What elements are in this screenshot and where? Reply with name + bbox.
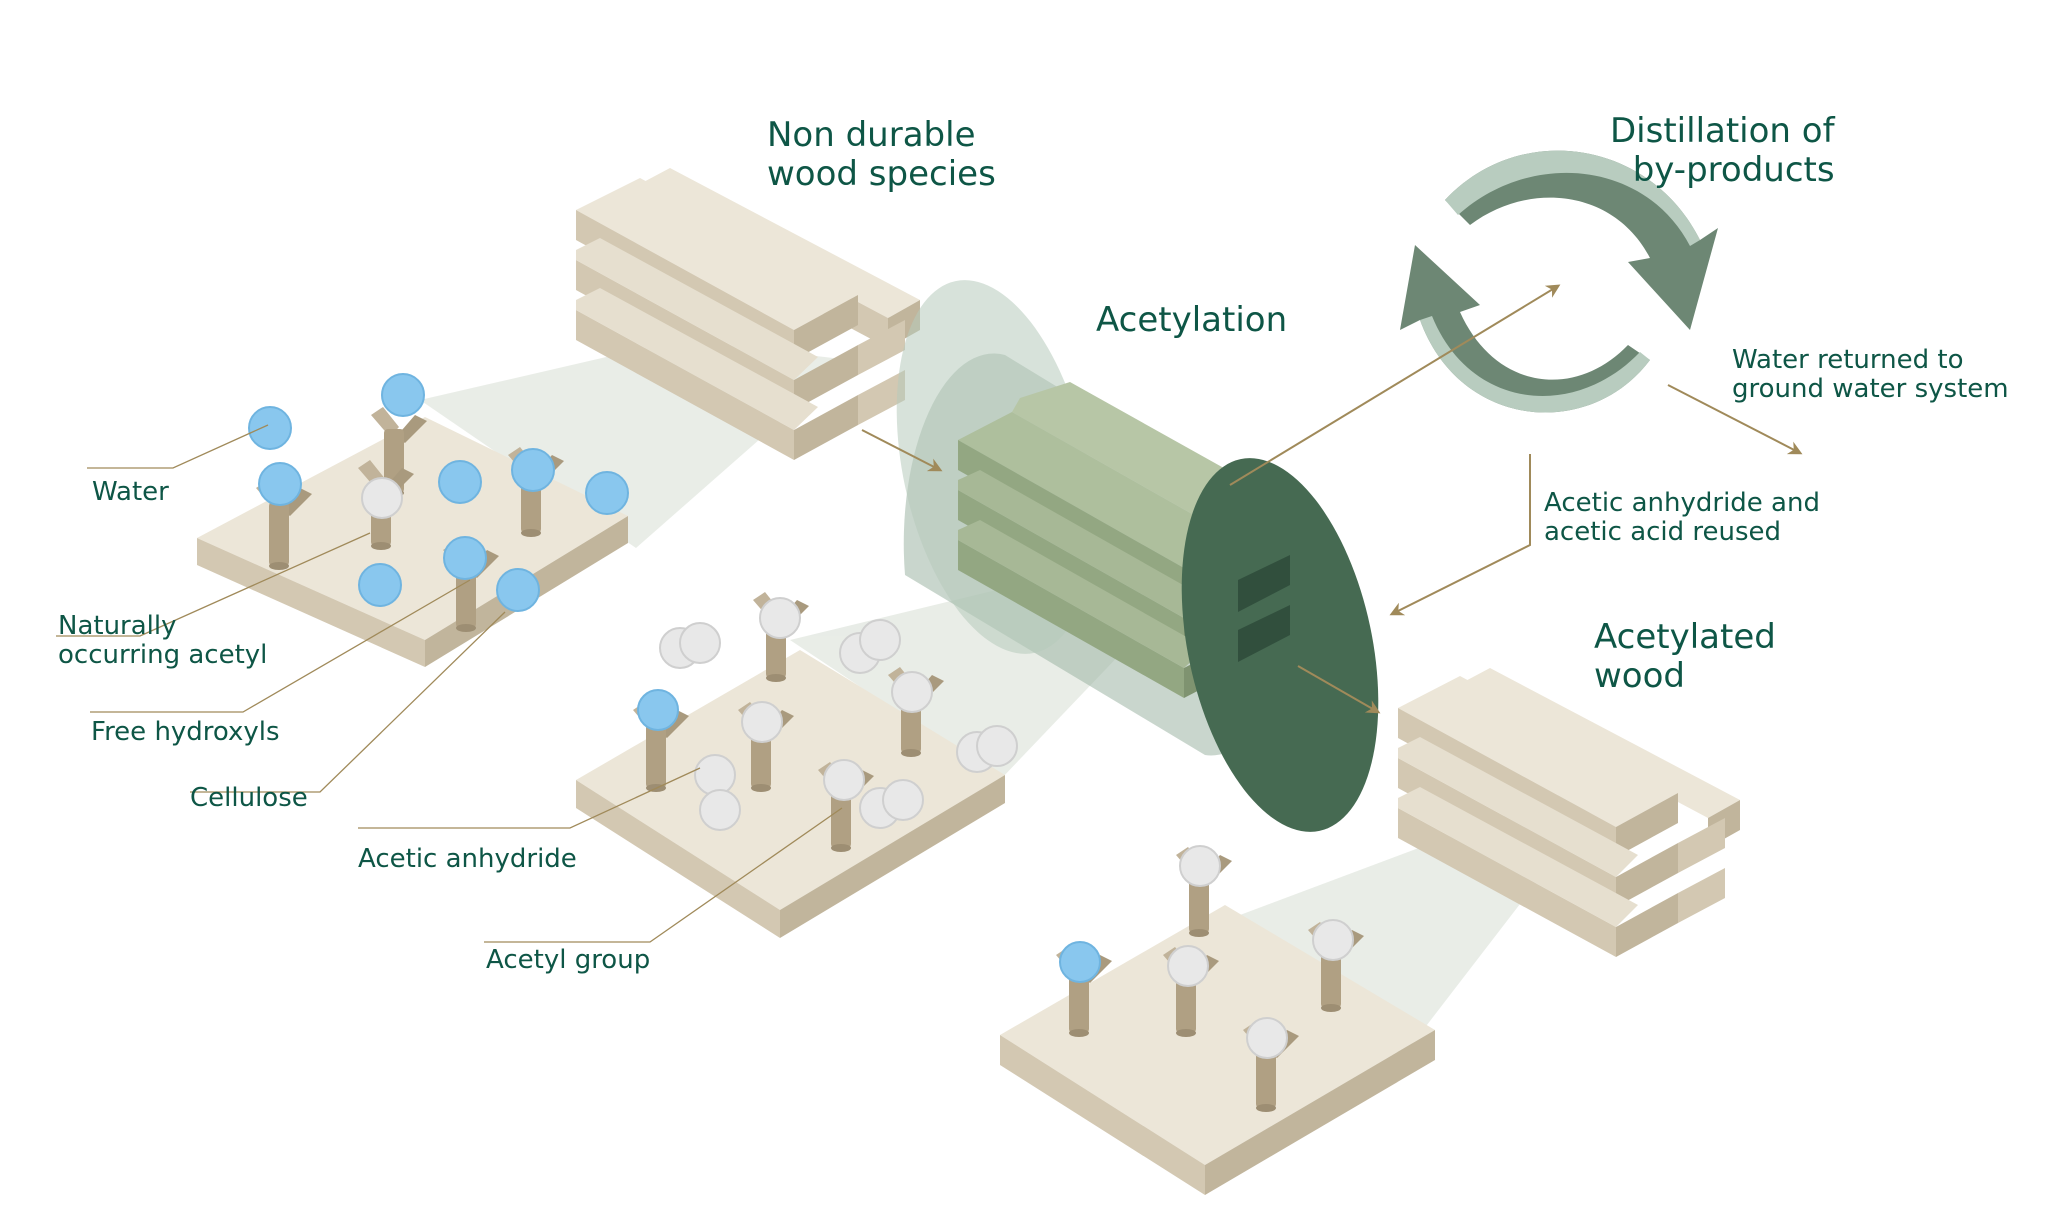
- plank-stack-acetylated: [1398, 668, 1740, 957]
- acetyl-molecule: [759, 597, 801, 639]
- title-acetylation: Acetylation: [1096, 300, 1288, 340]
- water-molecule: [585, 471, 629, 515]
- board-acetylated: [1000, 845, 1435, 1195]
- label-cellulose: Cellulose: [190, 783, 308, 813]
- arrow-reused: [1389, 454, 1531, 616]
- label-naturally-occurring-acetyl: Naturally occurring acetyl: [58, 611, 268, 670]
- arrow-to-distillation: [1229, 284, 1561, 486]
- water-molecule: [496, 568, 540, 612]
- plank-stack-non-durable: [576, 168, 920, 460]
- title-non-durable-wood: Non durable wood species: [767, 115, 996, 194]
- anhydride-molecule: [882, 779, 924, 821]
- acetyl-molecule: [1179, 845, 1221, 887]
- acetyl-molecule: [741, 701, 783, 743]
- label-water: Water: [92, 477, 169, 507]
- anhydride-molecule: [694, 754, 736, 796]
- water-molecule: [248, 406, 292, 450]
- process-arrows: [861, 284, 1803, 714]
- acetyl-molecule: [1167, 945, 1209, 987]
- water-molecule: [637, 689, 679, 731]
- label-acetic-reused: Acetic anhydride and acetic acid reused: [1544, 488, 1820, 547]
- anhydride-molecule: [976, 725, 1018, 767]
- label-acetic-anhydride: Acetic anhydride: [358, 844, 577, 874]
- title-acetylated-wood: Acetylated wood: [1594, 617, 1776, 696]
- label-free-hydroxyls: Free hydroxyls: [91, 717, 280, 747]
- acetyl-molecule: [891, 671, 933, 713]
- acetyl-molecule: [1312, 919, 1354, 961]
- distillation-cycle-icon: [1400, 150, 1718, 413]
- label-water-returned: Water returned to ground water system: [1732, 345, 2009, 404]
- title-distillation: Distillation of by-products: [1610, 111, 1835, 190]
- board-anhydride: [576, 592, 1018, 938]
- acetyl-molecule: [1246, 1017, 1288, 1059]
- acetylation-reactor: [896, 280, 1379, 832]
- water-molecule: [511, 448, 555, 492]
- water-molecule: [1059, 941, 1101, 983]
- anhydride-molecule: [859, 619, 901, 661]
- anhydride-molecule: [699, 789, 741, 831]
- anhydride-molecule: [679, 622, 721, 664]
- leader-lines: [56, 424, 843, 943]
- water-molecule: [358, 563, 402, 607]
- water-molecule: [381, 373, 425, 417]
- board-native-wood: [197, 373, 629, 667]
- acetyl-molecule: [361, 477, 403, 519]
- arrow-to-reactor: [861, 429, 943, 472]
- water-molecule: [258, 462, 302, 506]
- arrow-water-returned: [1667, 384, 1803, 455]
- label-acetyl-group: Acetyl group: [486, 945, 651, 975]
- acetyl-molecule: [823, 759, 865, 801]
- arrow-to-acetylated: [1297, 665, 1381, 714]
- water-molecule: [438, 460, 482, 504]
- water-molecule: [443, 536, 487, 580]
